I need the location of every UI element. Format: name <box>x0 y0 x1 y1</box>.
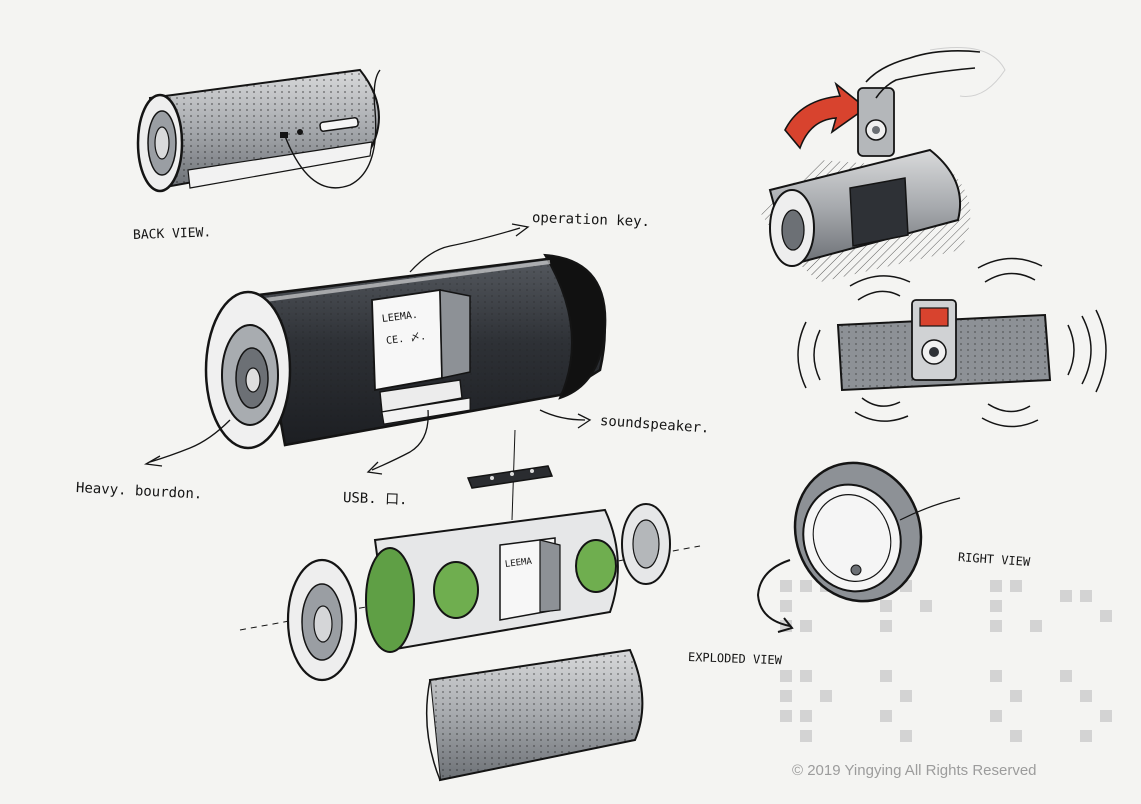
red-curved-arrow-icon <box>784 81 868 150</box>
usage-hand-scene <box>760 47 1006 282</box>
sound-wave-icon <box>797 257 1107 428</box>
label-usb: USB. 口. <box>342 490 408 509</box>
watermark-grid <box>780 580 1112 742</box>
right-view-ring <box>756 461 961 633</box>
rotation-arrow-icon <box>756 559 791 627</box>
main-speaker <box>143 223 607 475</box>
label-back-view: BACK VIEW. <box>132 225 212 243</box>
exploded-speaker <box>239 429 701 782</box>
back-view-speaker <box>136 68 381 193</box>
pointing-hand-icon <box>865 50 981 83</box>
copyright-notice: © 2019 Yingying All Rights Reserved <box>792 762 1037 779</box>
playing-speaker <box>797 257 1107 428</box>
